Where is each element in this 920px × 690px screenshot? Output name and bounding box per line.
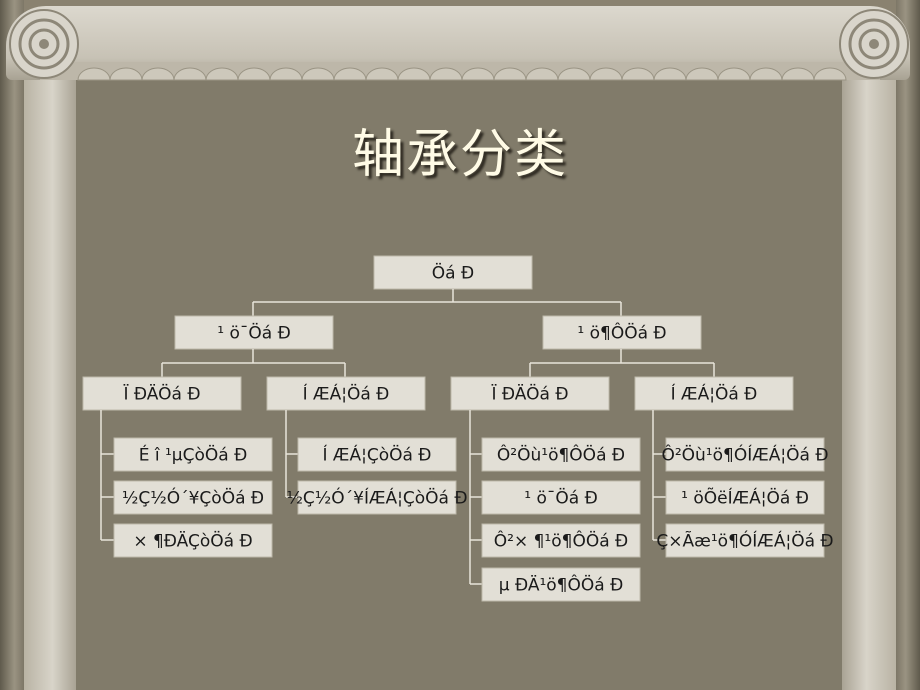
node-label: Í ÆÁ¦Öá Ð [671,383,758,405]
node-box [665,437,825,472]
leaf-node: Ô²Öù¹ö¶ÔÖá Ð [481,437,641,472]
level2-node: Ï ÐÄÖá Ð [450,376,610,411]
level1-node: ¹ ö¯Öá Ð [174,315,334,350]
node-label: Ô²Öù¹ö¶ÓÍÆÁ¦Öá Ð [661,444,828,466]
node-box [174,315,334,350]
node-label: ¹ ö¯Öá Ð [524,487,598,509]
node-box [665,523,825,558]
left-column-decoration [24,80,76,690]
scallop-band-decoration [77,67,847,81]
node-box [82,376,242,411]
node-box [450,376,610,411]
node-label: Ï ÐÄÖá Ð [124,383,201,405]
node-label: Ç×Ãæ¹ö¶ÓÍÆÁ¦Öá Ð [656,530,833,552]
node-label: × ¶ÐÄÇòÖá Ð [133,530,252,552]
node-label: Í ÆÁ¦ÇòÖá Ð [323,444,432,466]
leaf-node: ¹ ö¯Öá Ð [481,480,641,515]
slide-title: 轴承分类 [351,125,568,185]
node-box [542,315,702,350]
node-label: Í ÆÁ¦Öá Ð [303,383,390,405]
node-box [634,376,794,411]
leaf-node: Ô²Öù¹ö¶ÓÍÆÁ¦Öá Ð [661,437,829,472]
level2-node: Í ÆÁ¦Öá Ð [266,376,426,411]
level1-node: ¹ ö¶ÔÖá Ð [542,315,702,350]
node-label: ½Ç½Ó´¥ÍÆÁ¦ÇòÖá Ð [286,487,467,509]
node-box [481,523,641,558]
node-label: Öá Ð [432,262,474,284]
right-volute-icon [839,9,909,79]
level2-node: Ï ÐÄÖá Ð [82,376,242,411]
leaf-node: Ô²× ¶¹ö¶ÔÖá Ð [481,523,641,558]
level2-node: Í ÆÁ¦Öá Ð [634,376,794,411]
leaf-node: × ¶ÐÄÇòÖá Ð [113,523,273,558]
node-box [113,480,273,515]
leaf-node: µ ÐÄ¹ö¶ÔÖá Ð [481,567,641,602]
node-label: µ ÐÄ¹ö¶ÔÖá Ð [499,574,624,596]
node-label: Ô²Öù¹ö¶ÔÖá Ð [497,444,625,466]
leaf-node: ¹ öÕëÍÆÁ¦Öá Ð [665,480,825,515]
node-box [481,480,641,515]
node-label: É î ¹µÇòÖá Ð [139,444,248,466]
leaf-node: ½Ç½Ó´¥ÍÆÁ¦ÇòÖá Ð [286,480,468,515]
leaf-node: É î ¹µÇòÖá Ð [113,437,273,472]
leaf-node: Í ÆÁ¦ÇòÖá Ð [297,437,457,472]
node-label: ¹ ö¶ÔÖá Ð [577,322,666,344]
leaf-node: Ç×Ãæ¹ö¶ÓÍÆÁ¦Öá Ð [656,523,834,558]
node-box [481,567,641,602]
node-box [665,480,825,515]
right-column-decoration [842,80,896,690]
node-box [297,480,457,515]
node-box [481,437,641,472]
node-label: Ô²× ¶¹ö¶ÔÖá Ð [494,530,628,552]
node-label: ¹ öÕëÍÆÁ¦Öá Ð [681,487,809,509]
left-outer-pillar [0,0,24,690]
node-box [113,523,273,558]
node-label: ½Ç½Ó´¥ÇòÖá Ð [122,487,264,509]
root-node: Öá Ð [373,255,533,290]
node-box [266,376,426,411]
right-outer-pillar [896,0,920,690]
node-box [297,437,457,472]
node-label: ¹ ö¯Öá Ð [217,322,291,344]
node-label: Ï ÐÄÖá Ð [492,383,569,405]
leaf-node: ½Ç½Ó´¥ÇòÖá Ð [113,480,273,515]
node-box [113,437,273,472]
left-volute-icon [9,9,79,79]
